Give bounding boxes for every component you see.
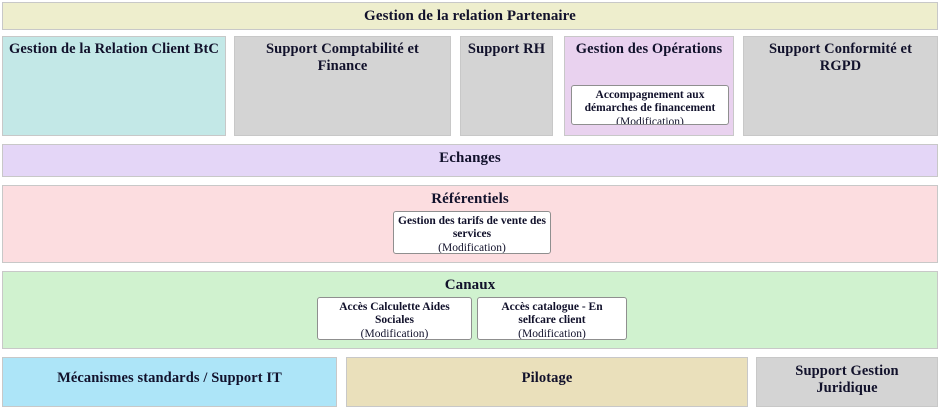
capability-name: Accès Calculette Aides Sociales: [339, 301, 450, 327]
capability-name: Accompagnement aux démarches de financem…: [584, 89, 716, 115]
band-title: Echanges: [439, 150, 501, 166]
band-title: Canaux: [444, 277, 496, 293]
domain-title: Gestion de la Relation Client BtC: [9, 41, 219, 57]
domain-title: Gestion des Opérations: [575, 41, 723, 57]
capability-card[interactable]: Accès Calculette Aides Sociales (Modific…: [317, 297, 472, 340]
capability-state: (Modification): [438, 241, 506, 254]
capability-card[interactable]: Accès catalogue - En selfcare client (Mo…: [477, 297, 627, 340]
footer-block-mecanismes-standards-support-it[interactable]: Mécanismes standards / Support IT: [2, 357, 337, 407]
domain-title: Support RH: [467, 41, 546, 57]
band-title: Référentiels: [431, 191, 509, 207]
band-echanges[interactable]: Echanges: [2, 144, 938, 177]
capability-name: Accès catalogue - En selfcare client: [501, 301, 603, 327]
footer-title: Support Gestion Juridique: [795, 363, 899, 397]
band-referentiels[interactable]: Référentiels Gestion des tarifs de vente…: [2, 185, 938, 263]
capability-card[interactable]: Gestion des tarifs de vente des services…: [393, 211, 551, 254]
capability-state: (Modification): [518, 327, 586, 340]
domain-block-gestion-relation-client-btc[interactable]: Gestion de la Relation Client BtC: [2, 36, 226, 136]
domain-block-support-comptabilite-finance[interactable]: Support Comptabilité et Finance: [234, 36, 451, 136]
capability-state: (Modification): [360, 327, 429, 340]
footer-title: Pilotage: [521, 370, 573, 386]
page-title: Gestion de la relation Partenaire: [364, 8, 576, 24]
domain-block-gestion-des-operations[interactable]: Gestion des Opérations Accompagnement au…: [564, 36, 734, 136]
footer-block-support-gestion-juridique[interactable]: Support Gestion Juridique: [756, 357, 938, 407]
header-band[interactable]: Gestion de la relation Partenaire: [2, 2, 938, 30]
domain-block-support-conformite-rgpd[interactable]: Support Conformité et RGPD: [743, 36, 938, 136]
capability-card[interactable]: Accompagnement aux démarches de financem…: [571, 85, 729, 125]
capability-name: Gestion des tarifs de vente des services: [398, 215, 546, 241]
band-canaux[interactable]: Canaux Accès Calculette Aides Sociales (…: [2, 271, 938, 349]
domain-title: Support Conformité et RGPD: [768, 41, 913, 75]
footer-block-pilotage[interactable]: Pilotage: [346, 357, 748, 407]
capability-state: (Modification): [616, 115, 684, 125]
domain-block-support-rh[interactable]: Support RH: [460, 36, 553, 136]
domain-title: Support Comptabilité et Finance: [266, 41, 419, 75]
footer-title: Mécanismes standards / Support IT: [57, 370, 282, 386]
